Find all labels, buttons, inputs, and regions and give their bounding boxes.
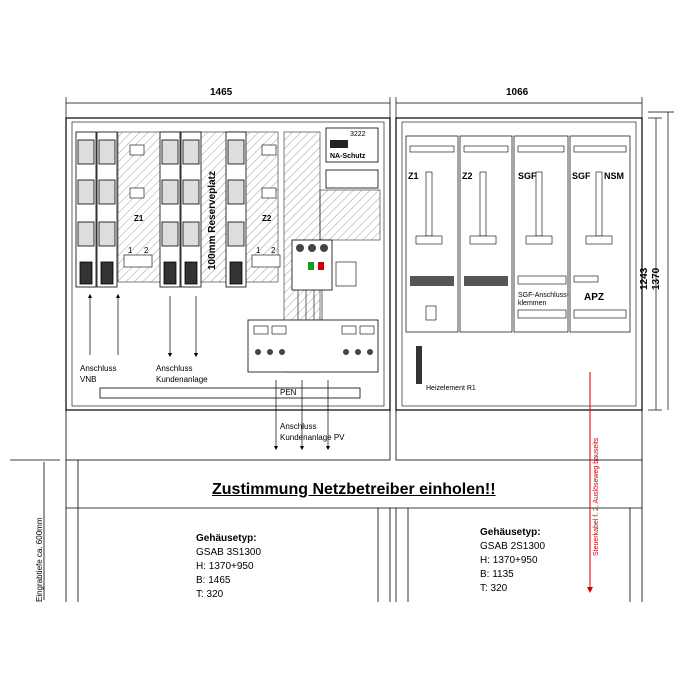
right-nsm-label: NSM: [604, 171, 624, 181]
spec-left-type: GSAB 3S1300: [196, 547, 262, 558]
dim-height-inner: 1243: [639, 267, 650, 290]
right-sgf1-label: SGF: [518, 171, 537, 181]
left-cabinet: [65, 117, 391, 411]
terminal-number: 1: [256, 246, 261, 255]
dim-right-width: 1066: [506, 87, 529, 98]
right-cabinet: [395, 117, 643, 411]
terminal-number: 2: [144, 246, 149, 255]
na-schutz-label: NA-Schutz: [330, 153, 366, 160]
anschluss-kunden-line1: Anschluss: [156, 364, 193, 373]
steuerkabel-label: Steuerkabel f. 2. Auslöseweg bauseits: [593, 437, 600, 556]
fuse-strips: [75, 131, 247, 288]
spec-right-t: T: 320: [480, 583, 508, 594]
spec-right-h: H: 1370+950: [480, 555, 538, 566]
anschluss-vnb-line1: Anschluss: [80, 364, 117, 373]
terminal-number: 1: [128, 246, 133, 255]
left-z1-label: Z1: [134, 214, 144, 223]
sgf-klemmen-line1: SGF-Anschluss-: [518, 292, 569, 299]
na-schutz-code: 3222: [350, 131, 366, 138]
spec-right-b: B: 1135: [480, 569, 514, 580]
anschluss-vnb-line2: VNB: [80, 375, 97, 384]
right-z1-label: Z1: [408, 171, 419, 181]
spec-left-h: H: 1370+950: [196, 561, 254, 572]
pen-label: PEN: [280, 388, 297, 397]
right-sgf2-label: SGF: [572, 171, 591, 181]
netzbetreiber-banner: Zustimmung Netzbetreiber einholen!!: [212, 481, 496, 498]
sgf-klemmen-line2: klemmen: [518, 300, 547, 307]
cable-arrows: [87, 293, 331, 451]
spec-right-type: GSAB 2S1300: [480, 541, 546, 552]
spec-left-b: B: 1465: [196, 575, 231, 586]
anschluss-pv-line1: Anschluss: [280, 422, 317, 431]
right-z2-label: Z2: [462, 171, 473, 181]
spec-right-title: Gehäusetyp:: [480, 527, 541, 538]
spec-left-title: Gehäusetyp:: [196, 533, 257, 544]
eingrabtiefe-label: Eingrabtiefe ca. 600mm: [35, 517, 44, 603]
terminal-number: 2: [271, 246, 276, 255]
dim-height-outer: 1370: [651, 267, 662, 290]
anschluss-pv-line2: Kundenanlage PV: [280, 433, 345, 442]
left-z2-label: Z2: [262, 214, 272, 223]
apz-label: APZ: [584, 292, 604, 303]
anschluss-kunden-line2: Kundenanlage: [156, 375, 208, 384]
dim-left-width: 1465: [210, 87, 233, 98]
base-frame: [10, 409, 643, 602]
spec-left-t: T: 320: [196, 589, 224, 600]
dimension-lines: [65, 97, 674, 411]
reserve-label: 100mm Reserveplatz: [207, 171, 218, 270]
heizelement-label: Heizelement R1: [426, 385, 476, 392]
